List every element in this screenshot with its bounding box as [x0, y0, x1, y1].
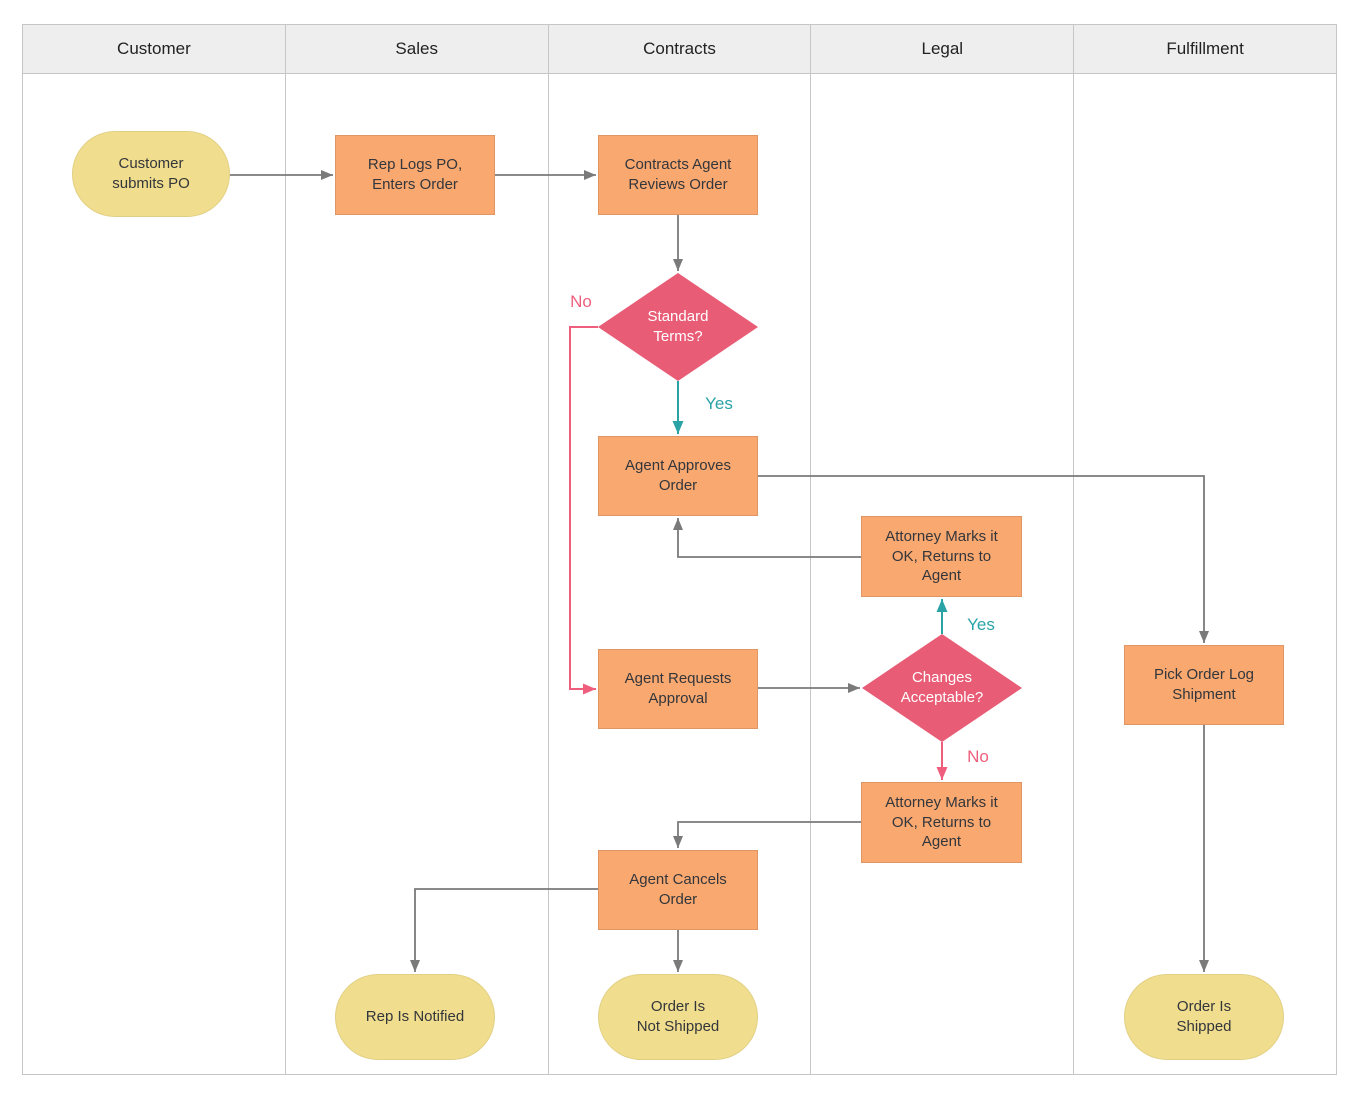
- lane-fulfillment: Fulfillment: [1073, 25, 1336, 1074]
- node-label: Order Is Not Shipped: [636, 998, 720, 1035]
- edge-label-standard-terms-no: No: [570, 292, 592, 311]
- node-label: Agent Requests Approval: [624, 670, 732, 707]
- lane-header-fulfillment: Fulfillment: [1074, 25, 1336, 74]
- node-label: Agent Cancels Order: [629, 871, 727, 908]
- lane-customer: Customer: [23, 25, 285, 1074]
- edge-label-changes-yes: Yes: [967, 615, 995, 634]
- process-agent-approves-order: Agent Approves Order: [598, 436, 758, 516]
- terminator-order-is-shipped: Order Is Shipped: [1124, 974, 1284, 1060]
- terminator-customer-submits-po: Customer submits PO: [72, 131, 230, 217]
- lane-legal: Legal: [810, 25, 1074, 1074]
- swimlane-frame: Customer Sales Contracts Legal Fulfillme…: [22, 24, 1337, 1075]
- process-agent-requests-approval: Agent Requests Approval: [598, 649, 758, 729]
- process-rep-logs-po: Rep Logs PO, Enters Order: [335, 135, 495, 215]
- lane-sales: Sales: [284, 25, 548, 1074]
- process-pick-order-log-shipment: Pick Order Log Shipment: [1124, 645, 1284, 725]
- process-attorney-marks-ok-bottom: Attorney Marks it OK, Returns to Agent: [861, 782, 1022, 863]
- lane-header-customer: Customer: [23, 25, 285, 74]
- lane-header-sales: Sales: [285, 25, 548, 74]
- lane-contracts: Contracts: [547, 25, 811, 1074]
- terminator-rep-is-notified: Rep Is Notified: [335, 974, 495, 1060]
- lane-body-fulfillment: [1074, 74, 1336, 1074]
- lane-body-customer: [23, 74, 285, 1074]
- node-label: Attorney Marks it OK, Returns to Agent: [885, 527, 998, 585]
- process-contracts-agent-reviews: Contracts Agent Reviews Order: [598, 135, 758, 215]
- node-label: Changes Acceptable?: [900, 669, 984, 706]
- lane-body-sales: [286, 74, 548, 1074]
- node-label: Rep Logs PO, Enters Order: [367, 156, 463, 193]
- lane-header-legal: Legal: [811, 25, 1074, 74]
- node-label: Attorney Marks it OK, Returns to Agent: [885, 793, 998, 851]
- node-label: Customer submits PO: [112, 155, 190, 192]
- node-label: Standard Terms?: [647, 308, 709, 345]
- process-attorney-marks-ok-top: Attorney Marks it OK, Returns to Agent: [861, 516, 1022, 597]
- terminator-order-is-not-shipped: Order Is Not Shipped: [598, 974, 758, 1060]
- edge-label-changes-no: No: [967, 747, 989, 766]
- node-label: Rep Is Notified: [365, 1008, 465, 1026]
- node-label: Agent Approves Order: [625, 457, 731, 494]
- node-label: Pick Order Log Shipment: [1153, 666, 1255, 703]
- node-label: Contracts Agent Reviews Order: [624, 156, 732, 193]
- node-label: Order Is Shipped: [1176, 998, 1232, 1035]
- lane-header-contracts: Contracts: [548, 25, 811, 74]
- edge-label-standard-terms-yes: Yes: [705, 394, 733, 413]
- process-agent-cancels-order: Agent Cancels Order: [598, 850, 758, 930]
